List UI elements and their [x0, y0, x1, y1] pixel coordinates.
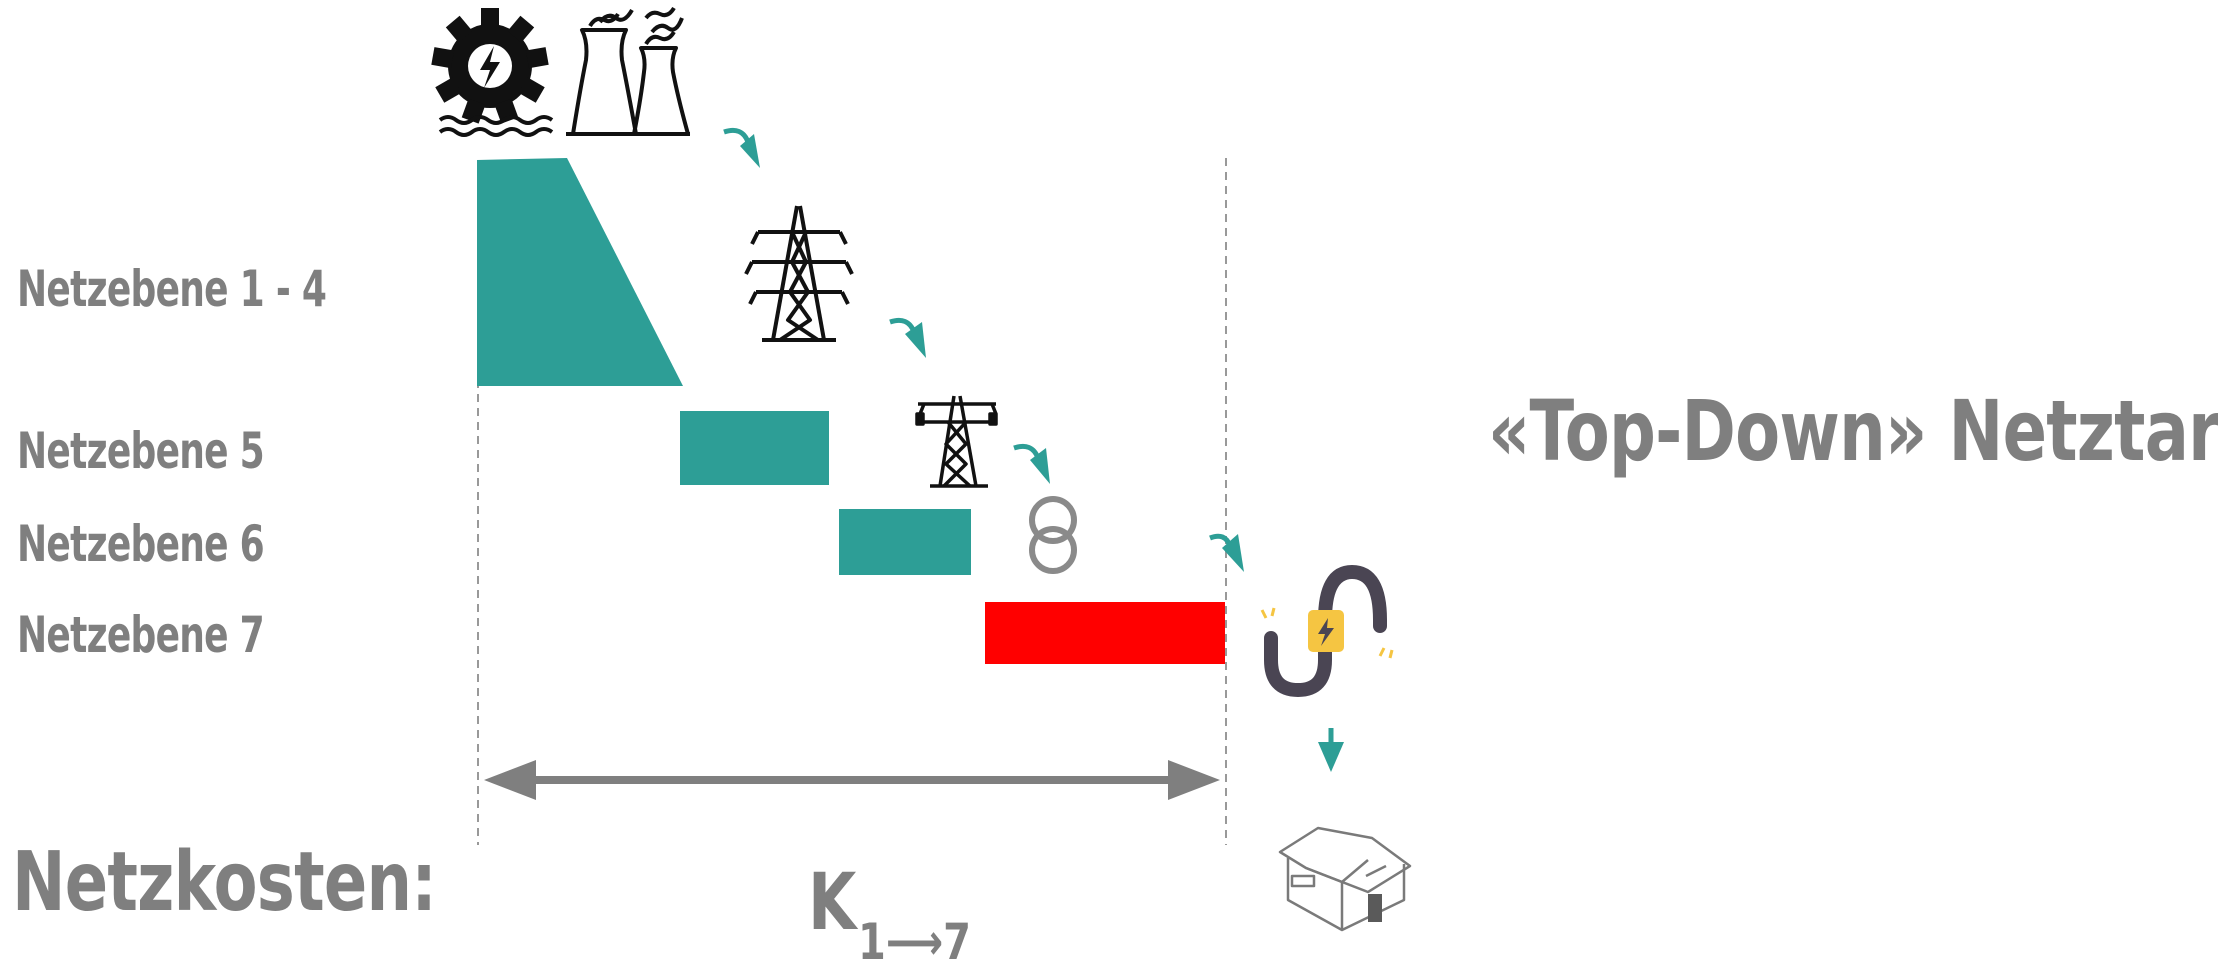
cooling-tower-icon [566, 6, 690, 136]
flow-arrow-3 [1013, 443, 1050, 484]
cost-subscript: 1⟶7 [857, 913, 971, 971]
label-netzebene-7: Netzebene 7 [17, 606, 265, 664]
flow-arrow-down [1318, 728, 1344, 772]
flow-arrow-2 [889, 317, 926, 358]
cost-block-netzebene-7 [985, 602, 1225, 664]
cost-range-arrow [484, 760, 1220, 800]
costs-label: Netzkosten: [12, 835, 437, 930]
medium-voltage-pylon-icon [915, 395, 998, 488]
label-netzebene-5: Netzebene 5 [17, 422, 265, 480]
hydro-power-icon [431, 8, 554, 137]
transformer-icon [1029, 496, 1077, 574]
label-netzebene-1-4: Netzebene 1 - 4 [17, 260, 327, 318]
cost-symbol: K [808, 858, 857, 948]
flow-arrow-4 [1209, 533, 1244, 572]
house-icon [1278, 826, 1412, 932]
cost-block-netzebene-1-4 [477, 158, 683, 386]
high-voltage-pylon-icon [744, 205, 854, 342]
cable-plug-icon [1260, 564, 1394, 698]
label-netzebene-6: Netzebene 6 [17, 515, 265, 573]
diagram-title: «Top-Down» Netztarif [1488, 382, 2218, 480]
cost-block-netzebene-6 [839, 509, 971, 575]
cost-formula: K1⟶7 [808, 858, 971, 971]
flow-arrow-1 [723, 127, 760, 168]
cost-block-netzebene-5 [680, 411, 829, 485]
